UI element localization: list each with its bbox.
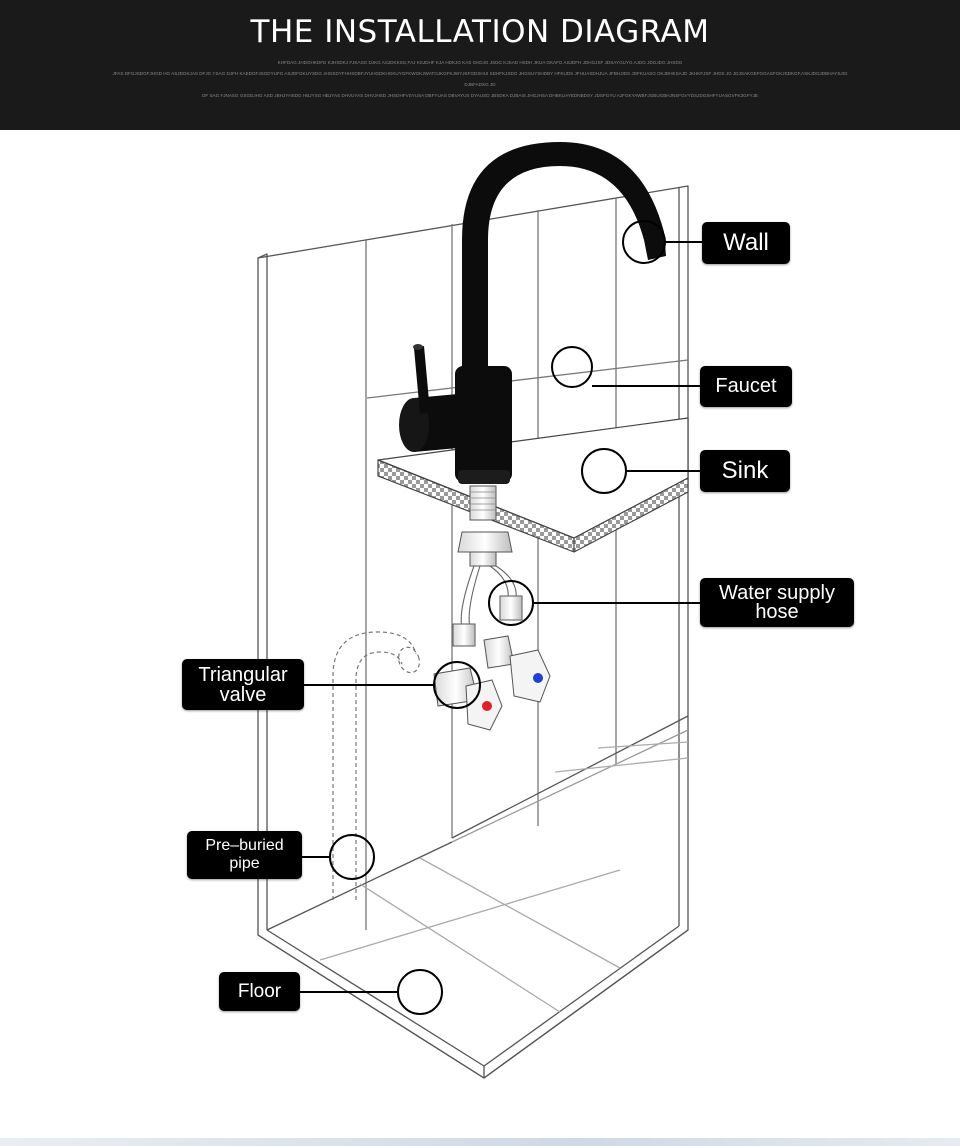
label-pre-buried-pipe-line-1: Pre–buried xyxy=(205,837,284,854)
triangular-valves xyxy=(433,635,551,731)
label-triangular-valve-line-2: valve xyxy=(219,683,267,706)
label-triangular-valve: Triangular valve xyxy=(182,659,304,710)
label-water-supply-hose-line-2: hose xyxy=(755,600,799,623)
label-faucet-text: Faucet xyxy=(715,375,777,397)
header-subtitle-line-3: DJBFADSG JD xyxy=(464,82,496,87)
header-subtitle-line-2: JFAS DFGJSDGFJHGD HG ASJDGKJAS DFJG YSAG… xyxy=(112,71,848,76)
header-banner: THE INSTALLATION DIAGRAM KHFDAG JHDGHKDF… xyxy=(0,0,960,130)
label-faucet: Faucet xyxy=(700,366,792,407)
label-water-supply-hose-line-1: Water supply xyxy=(719,581,835,604)
page-title: THE INSTALLATION DIAGRAM xyxy=(250,14,710,50)
faucet-callout-circle xyxy=(551,346,593,388)
label-sink: Sink xyxy=(700,450,790,492)
label-sink-text: Sink xyxy=(721,457,769,484)
label-wall-text: Wall xyxy=(723,229,769,256)
header-subtitle-line-1: KHFDAG JHDGHKDFD KJHSDKJ FJKASG DJKG ASJ… xyxy=(277,60,683,65)
label-floor: Floor xyxy=(219,972,300,1011)
pre-buried-pipe xyxy=(332,631,420,900)
callouts xyxy=(300,220,702,1015)
label-floor-text: Floor xyxy=(237,980,282,1002)
label-water-supply-hose: Water supply hose xyxy=(700,578,854,627)
label-pre-buried-pipe: Pre–buried pipe xyxy=(187,831,302,879)
label-wall: Wall xyxy=(702,222,790,264)
header-subtitle-line-4: DF SAG FJNASG GSGDJHG ASD JBHJYHSDG HBJY… xyxy=(202,93,758,98)
label-pre-buried-pipe-line-2: pipe xyxy=(229,855,260,872)
faucet xyxy=(399,142,666,567)
water-supply-hoses xyxy=(452,565,523,647)
label-triangular-valve-line-1: Triangular xyxy=(198,663,288,686)
bottom-divider xyxy=(0,1138,960,1146)
sink-slab xyxy=(377,417,689,553)
